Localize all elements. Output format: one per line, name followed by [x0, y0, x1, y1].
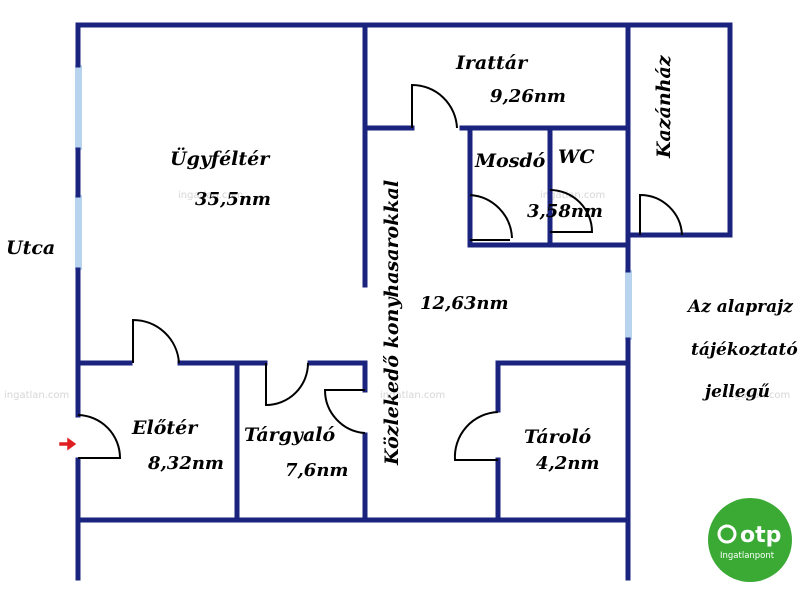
room-area-irattar: 9,26nm [490, 86, 566, 107]
door [411, 83, 458, 129]
door [639, 193, 683, 236]
room-name-ugyfelter: Ügyféltér [170, 147, 271, 170]
room-area-targyalo: 7,6nm [285, 460, 348, 481]
room-area-wc: 3,58nm [527, 201, 603, 222]
room-area-tarolo: 4,2nm [536, 453, 599, 474]
note-line-2: tájékoztató [691, 340, 798, 360]
room-name-kozlekedo: Közlekedő konyhasarokkal [381, 180, 403, 466]
watermark: ingatlan.com [4, 390, 69, 401]
room-name-tarolo: Tároló [524, 426, 592, 448]
room-name-irattar: Irattár [455, 52, 529, 74]
window [75, 65, 82, 150]
door [323, 389, 366, 434]
window [625, 270, 632, 340]
door [469, 194, 513, 241]
room-name-kazanhaz: Kazánház [653, 54, 675, 159]
otp-logo: otp Ingatlanpont [708, 498, 792, 582]
logo-badge [708, 498, 792, 582]
doors [77, 83, 683, 461]
note-line-3: jellegű [702, 382, 770, 402]
door [453, 411, 499, 461]
room-area-eloter: 8,32nm [147, 453, 224, 474]
entry-arrow-icon [59, 437, 77, 451]
logo-subtext: Ingatlanpont [720, 551, 775, 561]
room-name-eloter: Előtér [131, 417, 199, 439]
door [549, 189, 594, 233]
room-name-mosdo: Mosdó [474, 150, 546, 172]
room-name-targyalo: Tárgyaló [244, 424, 335, 446]
watermark: ingatlan.com [725, 390, 790, 401]
walls [75, 22, 733, 581]
room-name-wc: WC [558, 146, 594, 168]
watermark: ingatlan.com [178, 190, 243, 201]
logo-text: otp [740, 523, 781, 548]
note-line-1: Az alaprajz [686, 297, 793, 317]
watermark: ingatlan.com [380, 390, 445, 401]
room-area-kozlekedo: 12,63nm [420, 293, 509, 314]
window [75, 195, 82, 270]
room-area-ugyfelter: 35,5nm [195, 189, 271, 210]
street-label: Utca [6, 237, 55, 259]
windows [75, 65, 632, 340]
logo-swirl-icon [717, 524, 737, 544]
door [132, 318, 180, 364]
door [265, 362, 309, 407]
entrance-door [77, 414, 122, 459]
